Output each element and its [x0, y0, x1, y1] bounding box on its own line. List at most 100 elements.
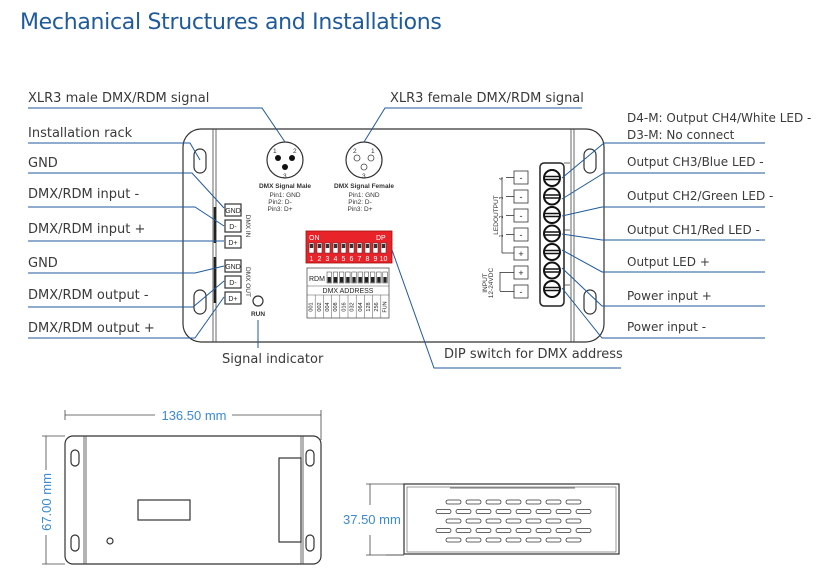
svg-text:+: +: [518, 268, 523, 278]
svg-text:-: -: [520, 173, 523, 183]
dmx-in-dplus-terminal: [224, 235, 242, 249]
right-callouts: D4-M: Output CH4/White LED - D3-M: No co…: [561, 111, 811, 339]
vent-slot: [465, 537, 482, 543]
dip-number: 4: [334, 256, 338, 263]
vent-slot: [475, 528, 492, 533]
svg-text:ON: ON: [309, 235, 320, 242]
vent-slot: [435, 528, 452, 533]
device-top-view: 1 2 3 DMX Signal Male Pin1: GND Pin2: D-…: [182, 128, 605, 343]
callout-power-minus: Power input -: [627, 320, 706, 334]
vent-slot: [475, 509, 492, 514]
svg-text:2: 2: [293, 148, 297, 155]
callout-dmx-output-plus: DMX/RDM output +: [28, 321, 155, 336]
callout-dmx-output-minus: DMX/RDM output -: [28, 288, 149, 303]
rdm-switch-knob: [364, 277, 369, 283]
address-value-FUN: FUN: [382, 301, 388, 312]
svg-text:D-: D-: [229, 224, 237, 231]
address-value-016: 016: [341, 302, 347, 311]
svg-text:+: +: [518, 249, 523, 259]
dip-switch-knob: [349, 244, 354, 248]
terminal-screw-icon: [543, 169, 561, 187]
dip-number: 10: [380, 256, 388, 263]
svg-text:2: 2: [353, 148, 357, 155]
terminal-screw-icon: [543, 187, 561, 206]
vent-slot: [445, 537, 462, 543]
svg-text:Pin1: GND: Pin1: GND: [269, 192, 300, 199]
vent-slot: [455, 528, 472, 533]
dip-number: 8: [366, 256, 370, 263]
width-dimension: 136.50 mm: [161, 408, 226, 423]
svg-text:RDM: RDM: [309, 276, 325, 283]
svg-text:-: -: [520, 287, 523, 297]
callout-ch2: Output CH2/Green LED -: [627, 189, 773, 203]
input-label: INPUT: [482, 273, 489, 293]
dimension-side-view: 37.50 mm: [343, 483, 620, 556]
svg-text:D+: D+: [228, 296, 237, 303]
dip-switch-knob: [365, 244, 370, 248]
callout-ch1: Output CH1/Red LED -: [627, 223, 760, 237]
callout-power-plus: Power input +: [627, 289, 712, 303]
vent-slot: [515, 509, 532, 514]
vent-slot: [545, 499, 562, 505]
svg-text:Pin3: D+: Pin3: D+: [267, 206, 292, 213]
led-output-label: LEDOUTPUT: [493, 195, 500, 234]
vent-slot: [435, 509, 452, 514]
dip-number: 6: [350, 256, 354, 263]
dmx-out-dplus-terminal: [224, 291, 242, 305]
rdm-switch-knob: [377, 277, 381, 283]
callout-dmx-input-plus: DMX/RDM input +: [28, 222, 145, 237]
rdm-switch-knob: [383, 277, 387, 283]
vent-slot: [485, 537, 502, 543]
vent-slot: [535, 509, 552, 514]
svg-text:1: 1: [273, 148, 277, 155]
vent-slot: [445, 499, 462, 505]
vent-slot: [495, 509, 512, 514]
vent-slot: [525, 518, 542, 524]
vent-slot: [455, 509, 472, 514]
vent-slot: [445, 518, 462, 524]
mount-slot-bottom-left: [193, 289, 207, 315]
dip-number: 2: [318, 256, 322, 263]
rdm-switch-knob: [340, 277, 344, 283]
svg-text:GND: GND: [225, 264, 241, 271]
mount-slot-top-right: [583, 148, 597, 174]
callout-led-plus: Output LED +: [627, 255, 710, 269]
terminal-screw-icon: [543, 206, 561, 224]
address-value-008: 008: [333, 302, 339, 311]
height-dimension: 67.00 mm: [39, 473, 54, 531]
rdm-switch-knob: [371, 277, 375, 283]
rdm-switch-knob: [346, 277, 350, 283]
dip-switch-knob: [357, 244, 362, 248]
dip-switch-knob: [317, 244, 322, 248]
callout-ch3: Output CH3/Blue LED -: [627, 155, 764, 169]
vent-slot: [565, 537, 582, 543]
svg-text:-: -: [520, 192, 523, 202]
vent-slot: [555, 528, 572, 533]
vent-slot: [465, 518, 482, 524]
terminal-block: -4-3-2-1++- LEDOUTPUT INPUT 12-24VDC: [482, 162, 570, 307]
address-value-004: 004: [325, 302, 331, 311]
callout-installation-rack: Installation rack: [28, 126, 133, 141]
dmx-out-label: DMX OUT: [244, 267, 251, 297]
dmx-out-gnd-terminal: [224, 259, 242, 273]
vent-slot: [565, 499, 582, 505]
mount-slot-bottom-right: [583, 289, 597, 315]
callout-xlr-female: XLR3 female DMX/RDM signal: [390, 91, 584, 106]
svg-text:-: -: [520, 211, 523, 221]
rdm-switch-knob: [327, 277, 331, 283]
vent-slot: [505, 499, 522, 505]
terminal-screw-icon: [543, 261, 561, 280]
address-value-256: 256: [374, 302, 380, 311]
address-value-032: 032: [350, 302, 356, 311]
callout-d3m: D3-M: No connect: [627, 128, 735, 142]
rdm-switch-knob: [352, 277, 356, 283]
vent-slot: [565, 518, 582, 524]
terminal-screw-icon: [543, 243, 561, 261]
svg-text:D+: D+: [228, 240, 237, 247]
svg-text:3: 3: [283, 173, 287, 180]
vent-slot: [485, 518, 502, 524]
dip-switch-knob: [341, 244, 346, 248]
